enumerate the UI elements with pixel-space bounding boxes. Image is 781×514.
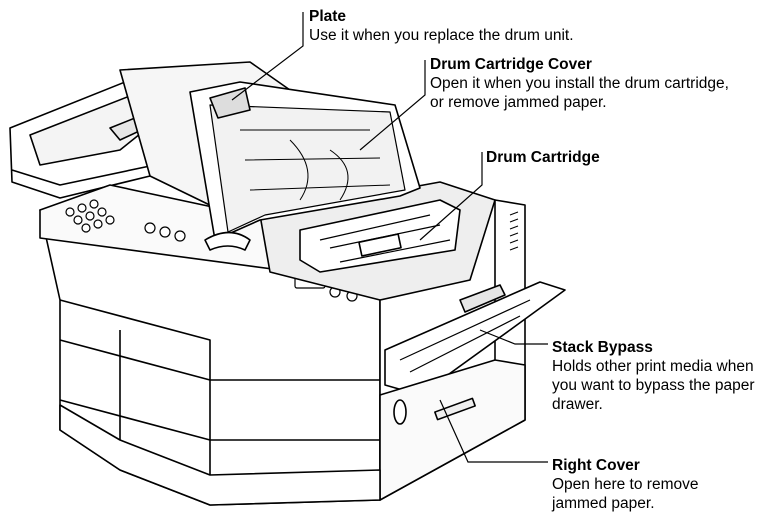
drum-cartridge-cover-title: Drum Cartridge Cover (430, 56, 592, 73)
right-cover-desc-2: jammed paper. (552, 495, 655, 512)
stack-bypass-label: Stack Bypass Holds other print media whe… (552, 338, 755, 414)
plate-desc: Use it when you replace the drum unit. (309, 27, 574, 44)
right-cover-desc-1: Open here to remove (552, 476, 699, 493)
drum-cartridge-label: Drum Cartridge (486, 148, 600, 167)
right-cover-label: Right Cover Open here to remove jammed p… (552, 456, 698, 513)
right-cover-title: Right Cover (552, 457, 640, 474)
drum-cartridge-leader (419, 152, 483, 241)
stack-bypass-desc-3: drawer. (552, 396, 603, 413)
plate (209, 87, 251, 119)
paper-drawer (59, 404, 381, 506)
plate-title: Plate (309, 8, 347, 25)
stack-bypass-desc-2: you want to bypass the paper (552, 377, 755, 394)
drum-cartridge-cover-desc-2: or remove jammed paper. (430, 94, 607, 111)
drum-cover-leader (359, 60, 426, 151)
plate-leader (231, 12, 304, 101)
drum-cartridge-cover-label: Drum Cartridge Cover Open it when you in… (430, 55, 729, 112)
stack-bypass-leader (479, 329, 548, 345)
stack-bypass-title: Stack Bypass (552, 339, 653, 356)
drum-cartridge-title: Drum Cartridge (486, 149, 600, 166)
drum-cartridge (299, 199, 461, 273)
plate-label: Plate Use it when you replace the drum u… (309, 7, 574, 45)
right-cover-leader (439, 399, 548, 463)
drum-cartridge-cover-desc-1: Open it when you install the drum cartri… (430, 75, 729, 92)
stack-bypass-desc-1: Holds other print media when (552, 358, 754, 375)
